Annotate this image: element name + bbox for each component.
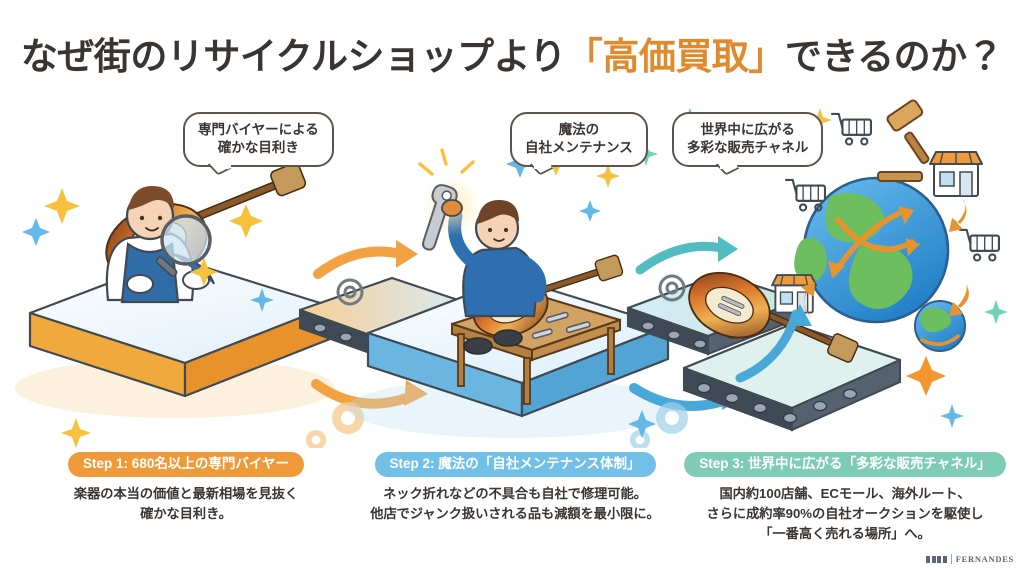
storefront-icon <box>929 151 983 197</box>
illustration-scenes <box>0 88 1024 448</box>
step-2-body: ネック折れなどの不具合も自社で修理可能。 他店でジャンク扱いされる品も減額を最小… <box>350 484 680 524</box>
step-1-body: 楽器の本当の価値と最新相場を見抜く 確かな目利き。 <box>26 484 346 524</box>
bubble-tail-mask <box>534 158 551 169</box>
step-column-2: Step 2: 魔法の「自社メンテナンス体制」 ネック折れなどの不具合も自社で修… <box>350 452 680 524</box>
bubble-line-1: 世界中に広がる <box>700 122 795 137</box>
step-column-1: Step 1: 680名以上の専門バイヤー 楽器の本当の価値と最新相場を見抜く … <box>26 452 346 524</box>
step-1-line-2: 確かな目利き。 <box>140 505 232 521</box>
bubble-line-1: 魔法の <box>558 122 600 137</box>
step-3-body: 国内約100店舗、ECモール、海外ルート、 さらに成約率90%の自社オークション… <box>680 484 1010 544</box>
step-3-line-1: 国内約100店舗、ECモール、海外ルート、 <box>719 485 971 501</box>
step-2-pill: Step 2: 魔法の「自社メンテナンス体制」 <box>374 452 656 477</box>
step-3-pill: Step 3: 世界中に広がる「多彩な販売チャネル」 <box>684 452 1006 477</box>
bubble-line-2: 多彩な販売チャネル <box>687 139 809 155</box>
tools <box>531 311 591 340</box>
title-part-1: なぜ街のリサイクルショップより <box>19 34 569 80</box>
scene-maintenance <box>347 148 677 438</box>
brand-logo: FERNANDES <box>926 554 1014 564</box>
title-part-2: できるのか？ <box>783 34 1006 80</box>
bubble-tail-mask <box>214 158 231 169</box>
shopping-cart-icon <box>784 178 826 212</box>
bubble-line-2: 確かな目利き <box>217 139 299 155</box>
logo-divider <box>950 554 952 564</box>
speech-bubble-maintenance: 魔法の 自社メンテナンス <box>510 112 648 176</box>
storefront-icon <box>771 274 818 314</box>
character-inspector <box>105 186 216 304</box>
globe-icon <box>794 176 950 324</box>
step-3-line-3: 「一番高く売れる場所」へ。 <box>759 525 931 541</box>
brand-mark-icon <box>926 555 947 563</box>
speech-bubble-sales: 世界中に広がる 多彩な販売チャネル <box>672 112 824 176</box>
step-1-pill: Step 1: 680名以上の専門バイヤー <box>68 452 304 477</box>
title-accent: 「高価買取」 <box>564 34 788 80</box>
brand-name: FERNANDES <box>955 554 1014 564</box>
gear-icon <box>658 274 686 302</box>
step-1-line-1: 楽器の本当の価値と最新相場を見抜く <box>73 485 299 501</box>
scene-sales <box>682 99 1000 432</box>
step-column-3: Step 3: 世界中に広がる「多彩な販売チャネル」 国内約100店舗、ECモー… <box>680 452 1010 544</box>
shopping-cart-icon <box>830 112 872 146</box>
bubble-tail-mask <box>720 158 737 169</box>
gear-icon <box>306 402 364 448</box>
scene-inspection <box>15 162 335 418</box>
bubble-line-1: 専門バイヤーによる <box>198 122 319 137</box>
step-2-line-1: ネック折れなどの不具合も自社で修理可能。 <box>383 485 647 501</box>
bubble-line-2: 自社メンテナンス <box>525 139 633 155</box>
character-technician <box>418 148 547 355</box>
shopping-cart-icon <box>958 228 1000 262</box>
speech-bubble-inspection: 専門バイヤーによる 確かな目利き <box>183 112 334 176</box>
step-3-line-2: さらに成約率90%の自社オークションを駆使し <box>706 505 984 521</box>
gear-icon <box>630 402 688 448</box>
gear-icon <box>336 278 364 306</box>
platform-orange <box>28 256 332 398</box>
step-2-line-2: 他店でジャンク扱いされる品も減額を最小限に。 <box>370 505 660 521</box>
auction-gavel-icon <box>877 99 930 182</box>
page-title: なぜ街のリサイクルショップより「高価買取」できるのか？ <box>0 26 1024 80</box>
